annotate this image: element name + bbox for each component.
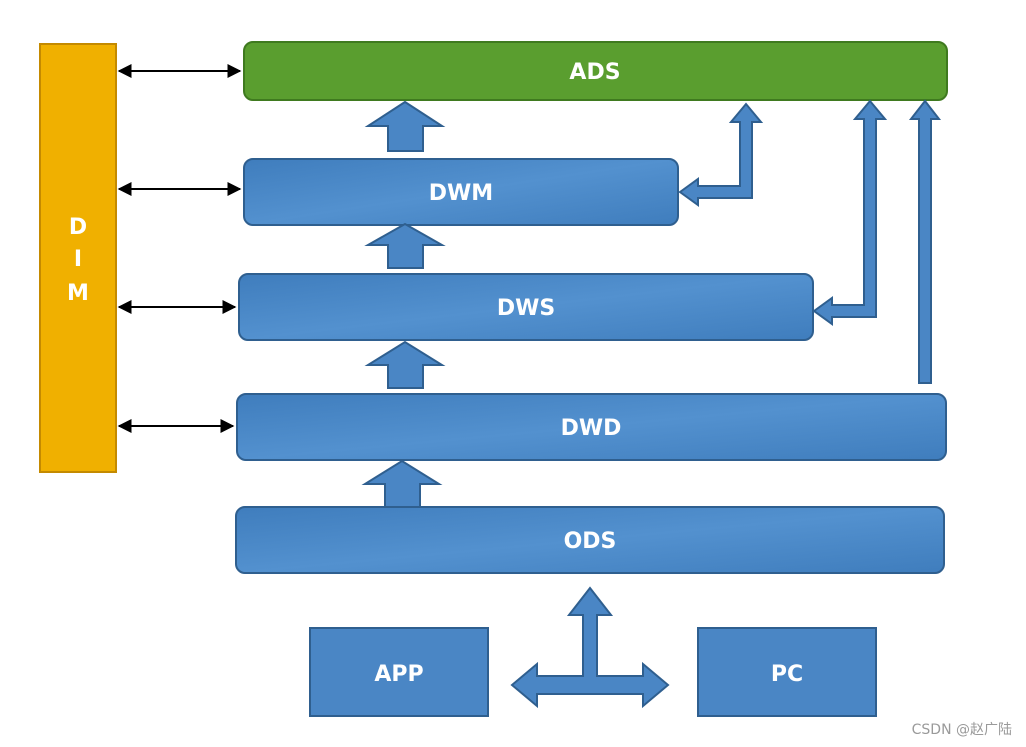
dim-bar: D I M (39, 43, 117, 473)
dwm-layer-label: DWM (429, 181, 493, 206)
ods-layer-box: ODS (235, 506, 945, 574)
app-source-label: APP (374, 662, 423, 687)
elbow-arrow-ads-dws (812, 99, 888, 326)
dim-letter-m: M (67, 281, 89, 306)
csdn-watermark: CSDN @赵广陆 (912, 722, 1012, 738)
ads-layer-box: ADS (243, 41, 948, 101)
dwd-layer-box: DWD (236, 393, 947, 461)
ads-layer-label: ADS (569, 60, 620, 85)
dim-letter-d: D (69, 215, 87, 240)
dws-layer-box: DWS (238, 273, 814, 341)
three-way-source-arrow (510, 586, 670, 709)
up-arrow-ods-to-dwd (361, 459, 443, 508)
ods-layer-label: ODS (564, 529, 617, 554)
elbow-arrow-ads-dwm (678, 102, 764, 207)
up-arrow-dwd-to-dws (364, 340, 446, 389)
up-arrow-dws-to-dwm (364, 222, 446, 269)
up-arrow-dwd-to-ads (908, 99, 942, 384)
up-arrow-dwm-to-ads (364, 100, 446, 152)
dwm-layer-box: DWM (243, 158, 679, 226)
app-source-box: APP (309, 627, 489, 717)
dim-letter-i: I (74, 247, 82, 272)
dwd-layer-label: DWD (561, 416, 622, 441)
pc-source-label: PC (771, 662, 803, 687)
dws-layer-label: DWS (497, 296, 555, 321)
pc-source-box: PC (697, 627, 877, 717)
